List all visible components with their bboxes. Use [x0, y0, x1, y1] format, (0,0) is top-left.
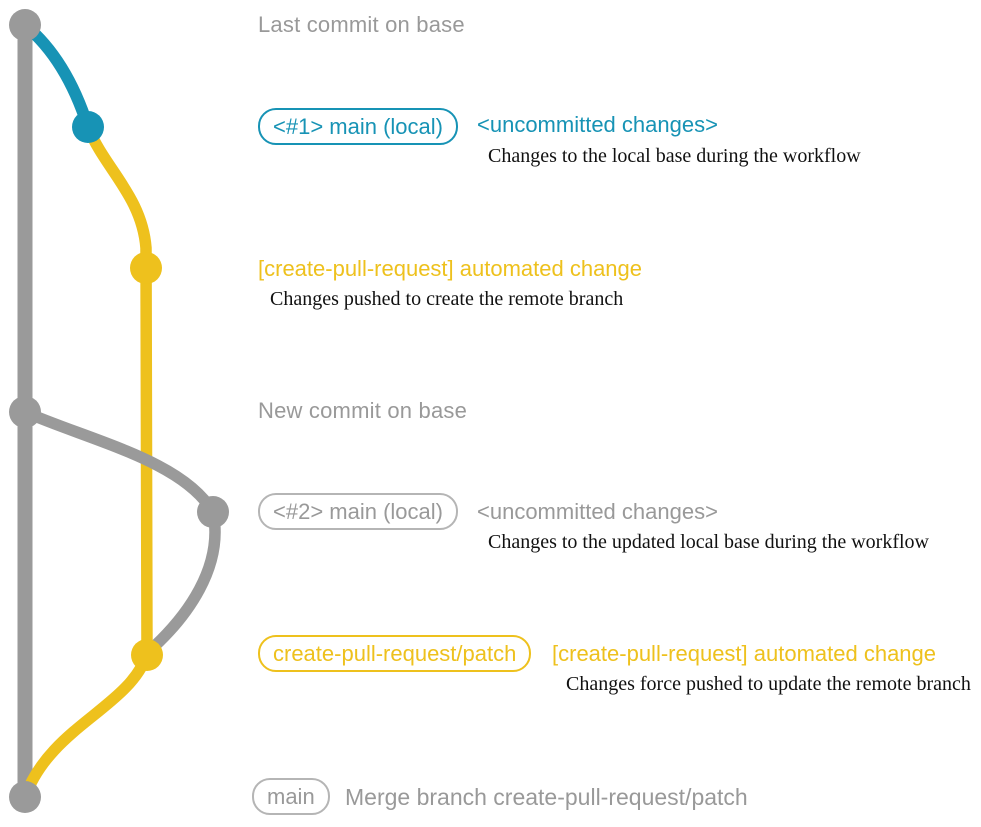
create-pull-request-patch-badge: create-pull-request/patch	[258, 635, 532, 672]
local-main-2-commit-node	[197, 496, 229, 528]
main-local-2-badge: <#2> main (local)	[258, 493, 458, 530]
uncommitted-changes-2-message: <uncommitted changes>	[477, 499, 718, 524]
automated-change-1-commit-node	[130, 252, 162, 284]
merge-commit-message: Merge branch create-pull-request/patch	[345, 784, 748, 810]
automated-change-2-message: [create-pull-request] automated change	[552, 641, 937, 666]
uncommitted-changes-1-note: Changes to the local base during the wor…	[488, 145, 861, 167]
uncommitted-changes-2-note: Changes to the updated local base during…	[488, 531, 929, 553]
main-badge-label: main	[267, 783, 315, 809]
main-local-2-badge-label: <#2> main (local)	[273, 498, 443, 524]
base-new-commit-node	[9, 396, 41, 428]
merge-commit-node	[9, 781, 41, 813]
base-last-commit-node	[9, 9, 41, 41]
main-local-1-badge-label: <#1> main (local)	[273, 113, 443, 139]
main-badge: main	[252, 778, 330, 815]
local-branch-2-line	[19, 406, 221, 659]
last-commit-on-base-label: Last commit on base	[258, 12, 465, 37]
local-main-1-commit-node	[72, 111, 104, 143]
automated-change-1-note: Changes pushed to create the remote bran…	[270, 288, 624, 310]
main-local-1-badge: <#1> main (local)	[258, 108, 458, 145]
local-branch-1-line	[19, 19, 94, 133]
create-pull-request-patch-badge-label: create-pull-request/patch	[273, 640, 517, 666]
patch-branch-line	[19, 121, 153, 803]
git-graph	[9, 9, 229, 813]
automated-change-2-note: Changes force pushed to update the remot…	[566, 673, 971, 695]
new-commit-on-base-label: New commit on base	[258, 398, 468, 423]
automated-change-2-commit-node	[131, 639, 163, 671]
uncommitted-changes-1-message: <uncommitted changes>	[477, 112, 718, 137]
automated-change-1-message: [create-pull-request] automated change	[258, 256, 643, 281]
